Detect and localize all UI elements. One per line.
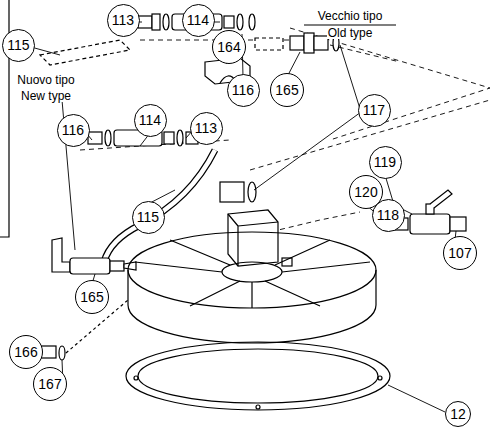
callout-number: 165	[270, 73, 304, 107]
type-label: Old type	[327, 27, 374, 39]
motor-hub	[228, 210, 292, 266]
callout-number: 118	[372, 199, 405, 232]
callout-number: 115	[132, 201, 165, 234]
callout-number: 116	[227, 74, 260, 107]
callout-number: 114	[182, 4, 215, 37]
callout-number: 119	[369, 146, 402, 179]
type-label: Nuovo tipo	[16, 74, 75, 86]
callout-number: 166	[9, 335, 43, 369]
callout-number: 113	[107, 4, 140, 37]
callout-number: 116	[57, 114, 90, 147]
type-label: New type	[20, 90, 72, 102]
callout-number: 117	[358, 94, 391, 127]
callout-number: 164	[212, 30, 246, 64]
callout-number: 113	[190, 112, 223, 145]
callout-number: 115	[2, 29, 35, 62]
ring-gasket	[126, 342, 390, 410]
callout-number: 114	[134, 104, 167, 137]
leader-lines	[31, 22, 456, 412]
callout-number: 107	[443, 236, 477, 270]
type-label: Vecchio tipo	[317, 10, 384, 22]
callout-number: 12	[445, 401, 471, 427]
fan-disc	[128, 232, 376, 343]
callout-number: 167	[33, 367, 67, 401]
underline	[304, 24, 396, 25]
assembly-lines	[80, 28, 490, 238]
elbow-fitting	[52, 238, 136, 274]
callout-number: 165	[75, 280, 109, 314]
